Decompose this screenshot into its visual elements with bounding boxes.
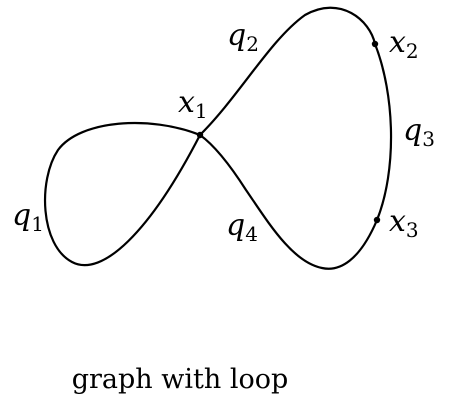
edge-q1-label: q1 [12, 198, 44, 236]
edge-q4-label: q4 [226, 208, 258, 246]
figure-caption: graph with loop [71, 364, 289, 395]
edge-q2 [199, 6, 377, 136]
edge-q1-loop [43, 121, 201, 267]
vertex-x2-dot [371, 40, 379, 48]
vertex-x3-label: x3 [389, 204, 419, 242]
edge-q3 [373, 43, 393, 221]
vertex-x3-dot [373, 216, 381, 224]
edge-q4 [199, 134, 379, 270]
edge-q2-label: q2 [227, 18, 259, 56]
vertex-x1-dot [196, 131, 204, 139]
vertex-x2-label: x2 [389, 25, 419, 63]
edge-q3-label: q3 [403, 113, 435, 151]
vertex-x1-label: x1 [178, 85, 208, 123]
